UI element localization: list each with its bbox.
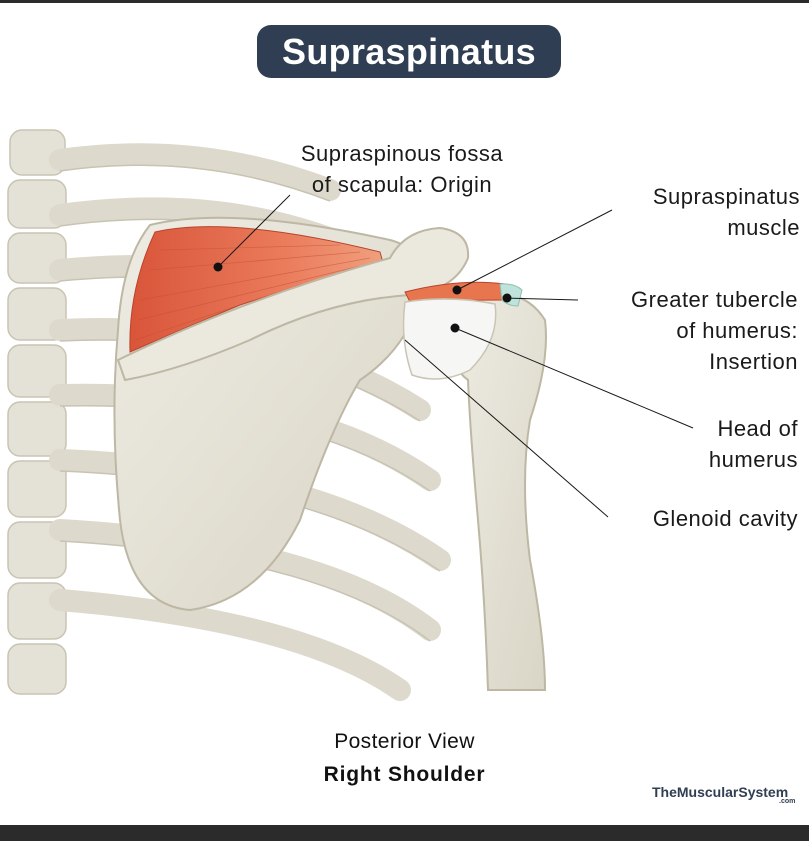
humerus <box>450 292 547 691</box>
label-fossa-line-2: of scapula: Origin <box>311 172 493 197</box>
leader-dots <box>213 262 512 333</box>
bottom-border <box>0 825 809 841</box>
label-muscle-line-1: Supraspinatus <box>652 184 800 209</box>
label-tubercle-line-3: Insertion <box>709 349 798 374</box>
label-tubercle-line-2: of humerus: <box>676 318 798 343</box>
scapular-spine <box>116 226 470 382</box>
page-title: Supraspinatus <box>282 30 536 72</box>
label-glenoid-line: Glenoid cavity <box>652 506 798 531</box>
label-muscle-line-2: muscle <box>727 215 800 240</box>
label-fossa-line-1: Supraspinous fossa <box>300 141 504 166</box>
label-glenoid-cavity: Glenoid cavity <box>653 503 798 534</box>
label-tubercle-line-1: Greater tubercle <box>631 287 798 312</box>
label-greater-tubercle: Greater tubercle of humerus: Insertion <box>631 284 798 377</box>
label-supraspinous-fossa: Supraspinous fossa of scapula: Origin <box>268 138 536 200</box>
title-banner: Supraspinatus <box>257 25 561 78</box>
brand-suffix: .com <box>779 798 796 805</box>
label-supraspinatus-muscle: Supraspinatus muscle <box>653 181 800 243</box>
label-head-line-2: humerus <box>708 447 798 472</box>
leader-lines <box>217 194 694 518</box>
caption-view: Posterior View <box>334 730 475 753</box>
label-head-of-humerus: Head of humerus <box>709 413 798 475</box>
brand-logo: TheMuscularSystem <box>652 784 789 800</box>
caption-side: Right Shoulder <box>323 763 486 786</box>
label-head-line-1: Head of <box>717 416 798 441</box>
top-border <box>0 0 809 3</box>
